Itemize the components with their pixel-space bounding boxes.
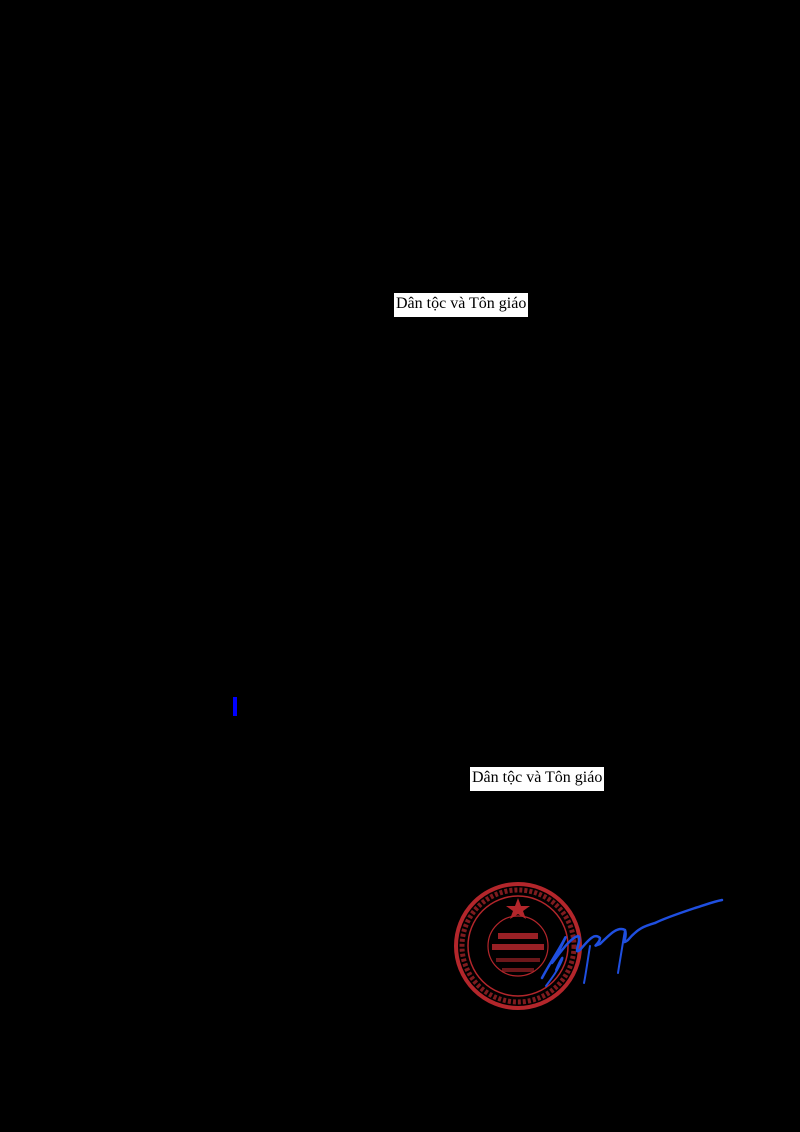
top-label: Dân tộc và Tôn giáo [394,293,529,317]
blue-mark [233,697,237,716]
official-seal [454,882,582,1010]
seal-star-icon [506,898,530,919]
stamp-and-signature [450,878,730,1018]
signature [540,898,724,987]
bottom-label: Dân tộc và Tôn giáo [470,767,605,791]
